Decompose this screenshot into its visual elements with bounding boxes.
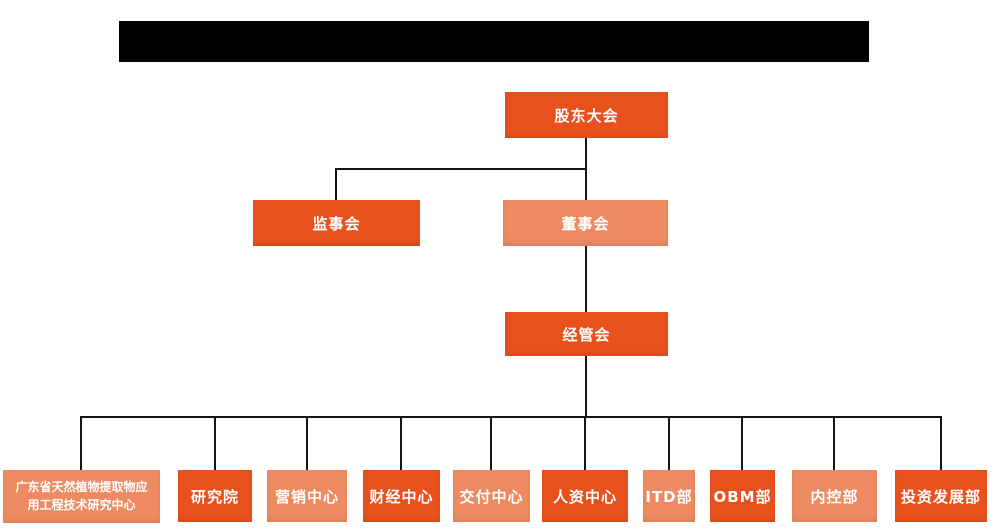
- node-dept-research-center: 广东省天然植物提取物应用工程技术研究中心: [3, 470, 160, 523]
- connector-board-to-mgmt: [585, 246, 587, 312]
- connector-supervisory-down: [335, 168, 337, 200]
- connector-drop-10: [940, 416, 942, 470]
- connector-drop-7: [668, 416, 670, 470]
- node-board-of-directors: 董事会: [503, 200, 668, 246]
- connector-drop-3: [306, 416, 308, 470]
- connector-drop-2: [214, 416, 216, 470]
- node-management-committee: 经管会: [505, 312, 668, 356]
- connector-drop-4: [400, 416, 402, 470]
- node-dept-marketing-center: 营销中心: [267, 470, 347, 522]
- title-redaction-bar: [119, 21, 869, 62]
- connector-drop-8: [741, 416, 743, 470]
- node-dept-internal-control: 内控部: [792, 470, 877, 522]
- node-dept-itd: ITD部: [643, 470, 695, 522]
- connector-branch-horizontal: [335, 168, 587, 170]
- node-dept-investment-development: 投资发展部: [895, 470, 987, 522]
- connector-bottom-horizontal: [81, 416, 942, 418]
- node-dept-finance-center: 财经中心: [363, 470, 440, 522]
- node-dept-hr-center: 人资中心: [542, 470, 628, 522]
- connector-drop-9: [833, 416, 835, 470]
- connector-drop-5: [490, 416, 492, 470]
- node-supervisory-board: 监事会: [253, 200, 420, 246]
- node-dept-research-institute: 研究院: [178, 470, 252, 522]
- node-dept-delivery-center: 交付中心: [453, 470, 530, 522]
- connector-drop-1: [80, 416, 82, 470]
- connector-drop-6: [584, 416, 586, 470]
- node-shareholders-meeting: 股东大会: [505, 92, 668, 138]
- connector-mgmt-down: [585, 356, 587, 417]
- node-dept-obm: OBM部: [710, 470, 775, 522]
